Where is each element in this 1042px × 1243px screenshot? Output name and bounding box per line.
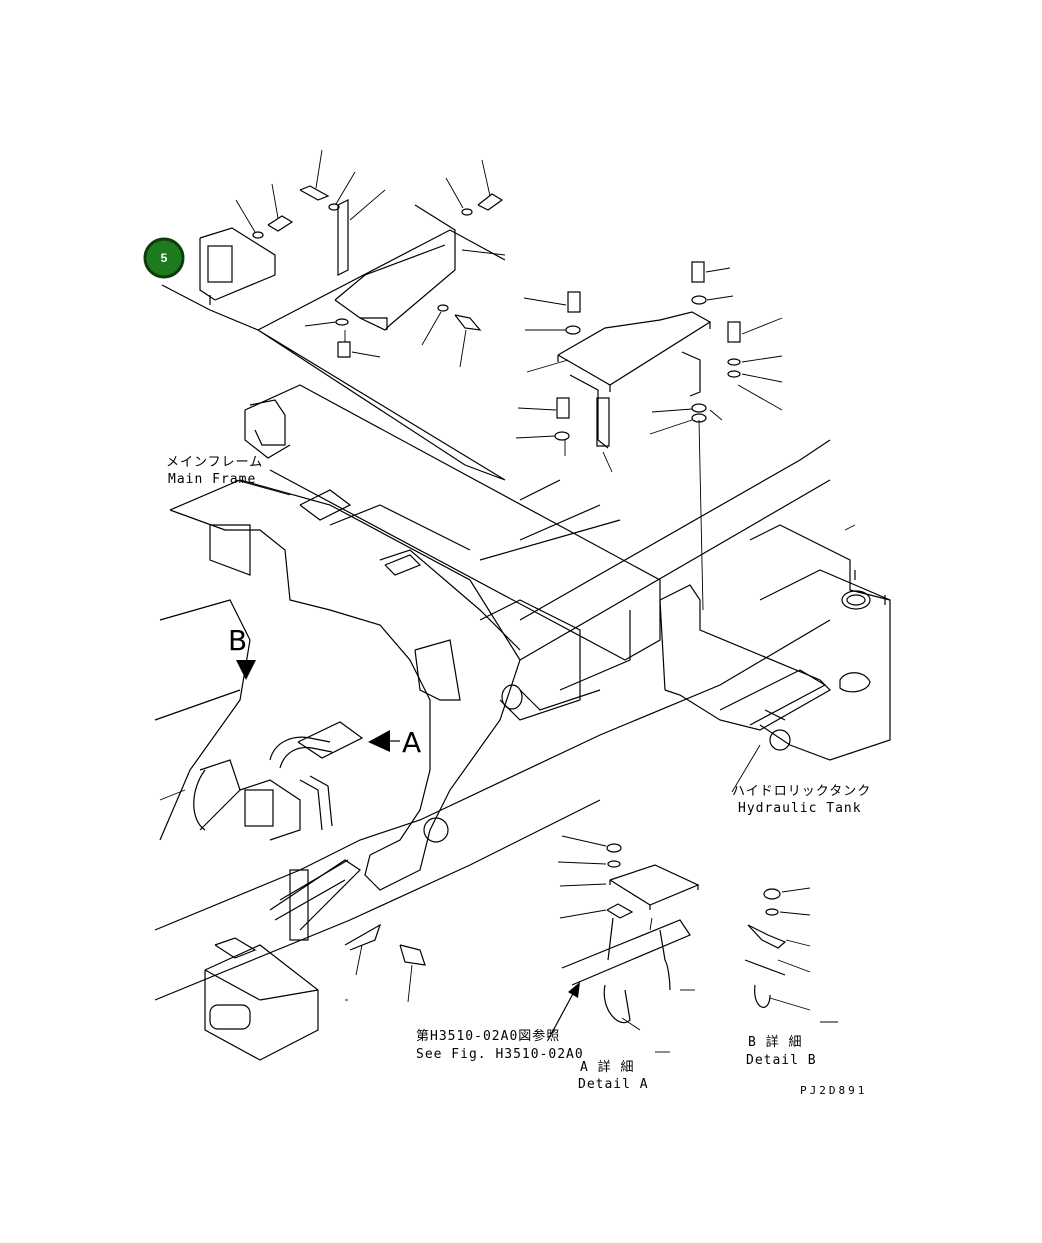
detail-a-label-jp: A 詳 細 — [580, 1059, 634, 1075]
washer-icon — [525, 325, 581, 335]
washer-icon — [421, 304, 449, 346]
view-b-label: B — [228, 624, 247, 657]
bolt-icon — [454, 314, 482, 368]
washer-icon — [328, 171, 356, 211]
bolt-icon — [399, 944, 426, 1003]
detail-b — [744, 887, 838, 1023]
see-fig-label-jp: 第H3510-02A0図参照 — [416, 1028, 560, 1044]
detail-b-label-en: Detail B — [746, 1053, 817, 1068]
bolt-icon — [727, 317, 783, 343]
bolt-icon — [517, 397, 570, 419]
washer-icon — [649, 413, 707, 435]
washer-icon — [727, 370, 783, 383]
washer-icon — [651, 403, 707, 413]
main-frame-label-en: Main Frame — [168, 472, 256, 487]
bolt-icon — [337, 330, 381, 358]
washer-icon — [515, 431, 570, 441]
top-cover-assembly — [161, 199, 506, 481]
bolt-group-top — [235, 149, 506, 368]
view-a-label: A — [402, 726, 421, 759]
hydraulic-tank-label-en: Hydraulic Tank — [738, 801, 862, 816]
detail-a-label-en: Detail A — [578, 1077, 649, 1092]
view-arrow-b: B — [228, 624, 256, 680]
washer-icon — [235, 199, 264, 239]
bolt-icon — [267, 183, 294, 232]
washer-icon — [445, 177, 473, 216]
main-frame-label-jp: メインフレーム — [166, 455, 263, 470]
see-fig-label-en: See Fig. H3510-02A0 — [416, 1047, 584, 1062]
bolt-icon — [477, 159, 504, 211]
bolt-icon — [299, 149, 330, 201]
detail-a — [547, 835, 700, 1053]
bracket-assembly-right — [515, 261, 783, 611]
washer-icon — [727, 355, 783, 366]
leader-lines — [159, 479, 856, 1001]
drawing-number: PJ2D891 — [800, 1084, 867, 1097]
bolt-icon — [523, 291, 581, 313]
hydraulic-tank-label-jp: ハイドロリックタンク — [732, 784, 871, 799]
view-arrow-a: A — [368, 726, 421, 759]
bolt-icon — [691, 261, 731, 283]
washer-icon — [304, 318, 349, 327]
washer-icon — [691, 295, 734, 305]
detail-b-label-jp: B 詳 細 — [748, 1034, 802, 1050]
hydraulic-tank — [659, 524, 891, 761]
callout-badge-5[interactable]: 5 — [143, 237, 185, 279]
callout-number: 5 — [161, 251, 168, 265]
